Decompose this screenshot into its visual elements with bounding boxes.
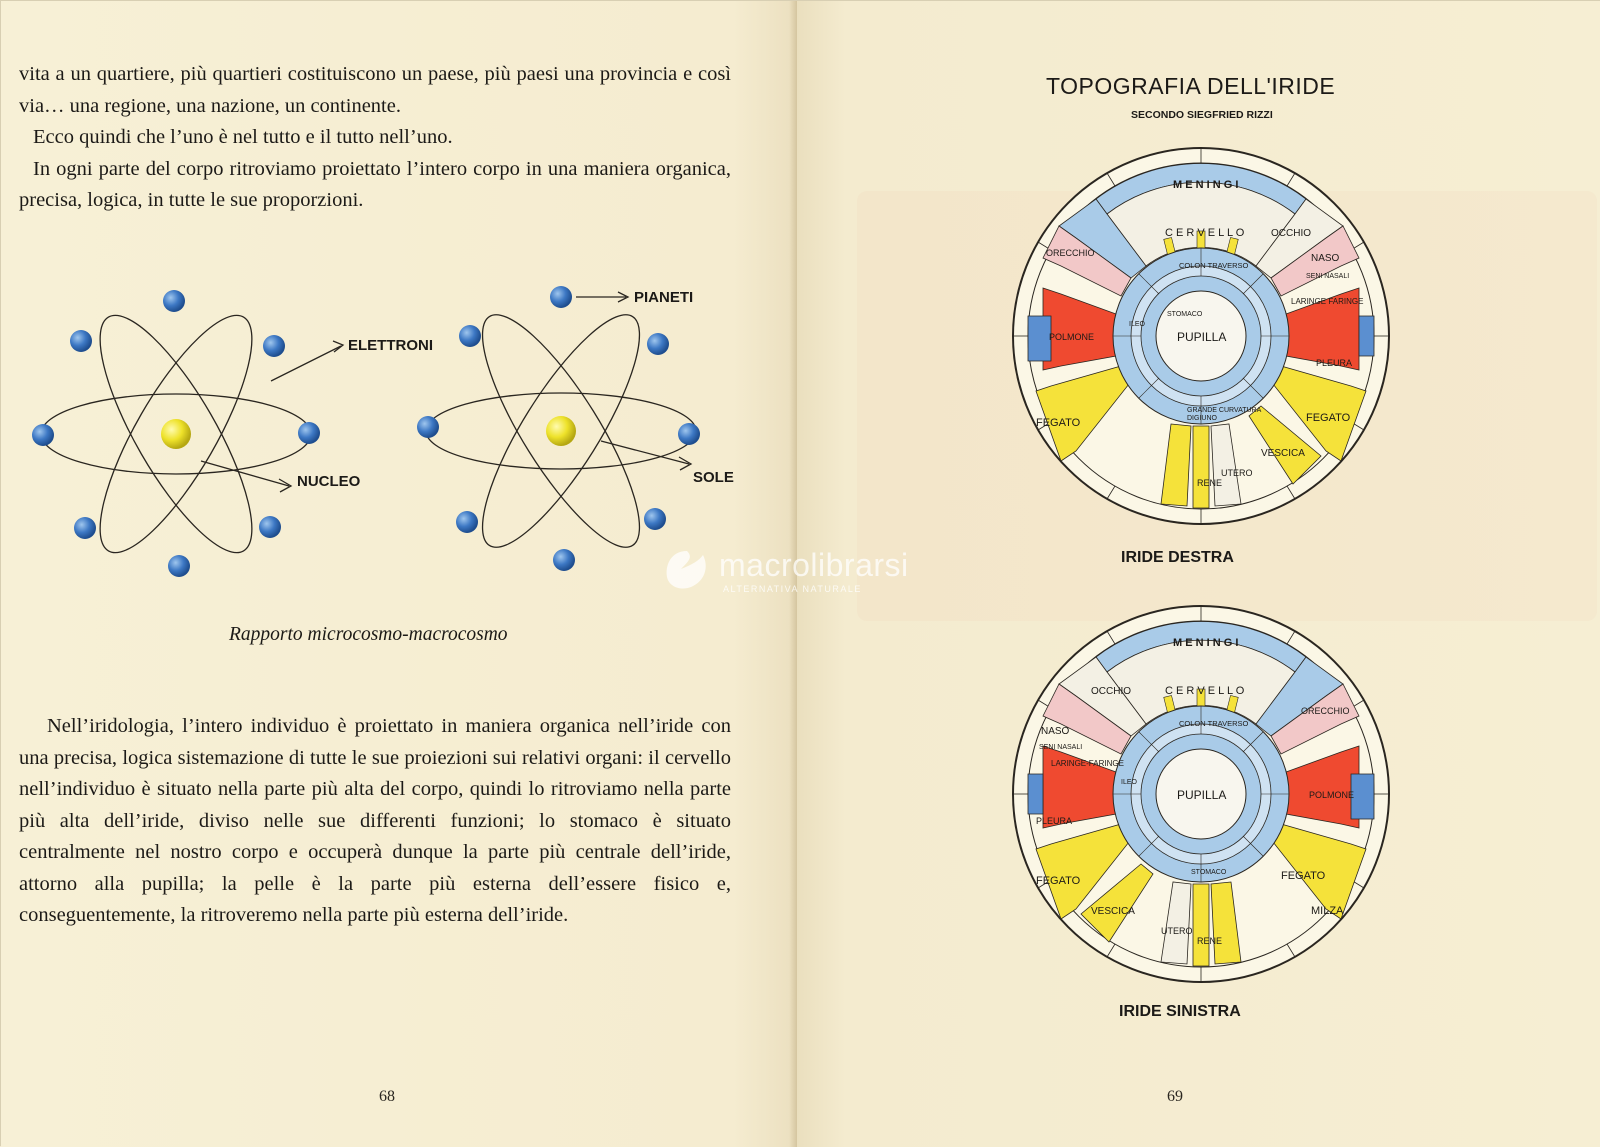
atom-particles [32,290,320,577]
planet-ball [553,549,575,571]
page-number-left: 68 [379,1088,395,1105]
planet-ball [456,511,478,533]
svg-text:NASO: NASO [1041,726,1070,737]
microcosm-macrocosm-figure: ELETTRONI NUCLEO [32,286,734,577]
figure-caption: Rapporto microcosmo-macrocosmo [229,624,508,645]
right-iris-label: IRIDE DESTRA [1121,549,1234,566]
nucleus-label: NUCLEO [297,473,361,490]
svg-text:POLMONE: POLMONE [1309,790,1354,800]
svg-text:RENE: RENE [1197,936,1222,946]
planet-ball [644,508,666,530]
svg-text:COLON TRAVERSO: COLON TRAVERSO [1179,719,1248,728]
svg-text:FEGATO: FEGATO [1306,412,1351,424]
electron-ball [263,335,285,357]
svg-text:C E R V E L L O: C E R V E L L O [1165,685,1245,697]
svg-text:ILEO: ILEO [1121,779,1138,786]
page-number-right: 69 [1167,1088,1183,1105]
svg-text:M E N I N G I: M E N I N G I [1173,637,1238,649]
svg-text:FEGATO: FEGATO [1281,870,1326,882]
svg-text:ORECCHIO: ORECCHIO [1301,706,1350,716]
svg-text:UTERO: UTERO [1221,468,1253,478]
svg-text:SENI NASALI: SENI NASALI [1306,273,1349,280]
watermark-tagline: ALTERNATIVA NATURALE [723,584,862,594]
electron-ball [74,517,96,539]
svg-text:STOMACO: STOMACO [1167,311,1203,318]
svg-text:POLMONE: POLMONE [1049,332,1094,342]
electron-ball [163,290,185,312]
electrons-label: ELETTRONI [348,337,433,354]
svg-text:OCCHIO: OCCHIO [1091,686,1131,697]
electron-ball [32,424,54,446]
planet-ball [647,333,669,355]
svg-text:ORECCHIO: ORECCHIO [1046,248,1095,258]
sun-label: SOLE [693,469,734,486]
planet-ball [678,423,700,445]
svg-text:RENE: RENE [1197,478,1222,488]
nucleus-ball [161,419,191,449]
svg-text:GRANDE CURVATURA: GRANDE CURVATURA [1187,407,1262,414]
electron-ball [298,422,320,444]
planet-ball [417,416,439,438]
left-iris-chart: PUPILLA M E N I N G I C E R V E L L O CO… [1012,605,1390,983]
left-page: vita a un quartiere, più quartieri costi… [1,1,797,1147]
iris-topography-subtitle: SECONDO SIEGFRIED RIZZI [1131,109,1273,121]
svg-text:UTERO: UTERO [1161,926,1193,936]
intro-line-3: In ogni parte del corpo ritroviamo proie… [19,157,731,212]
planet-ball [550,286,572,308]
electron-ball [168,555,190,577]
planet-ball [459,325,481,347]
svg-text:SENI NASALI: SENI NASALI [1039,744,1082,751]
leaf-logo-icon [666,551,706,589]
intro-paragraph: vita a un quartiere, più quartieri costi… [19,59,731,217]
electron-ball [70,330,92,352]
svg-text:PUPILLA: PUPILLA [1177,330,1226,344]
iris-topography-title: TOPOGRAFIA DELL'IRIDE [1046,73,1336,99]
svg-text:STOMACO: STOMACO [1191,869,1227,876]
solar-particles [417,286,700,571]
svg-text:COLON TRAVERSO: COLON TRAVERSO [1179,261,1248,270]
intro-line-2: Ecco quindi che l’uno è nel tutto e il t… [33,126,453,148]
intro-line-1: vita a un quartiere, più quartieri costi… [19,63,731,117]
svg-text:VESCICA: VESCICA [1091,906,1135,917]
svg-text:FEGATO: FEGATO [1036,875,1081,887]
svg-text:PLEURA: PLEURA [1036,816,1072,826]
svg-text:VESCICA: VESCICA [1261,448,1305,459]
planets-label: PIANETI [634,289,693,306]
sun-ball [546,416,576,446]
svg-text:LARINGE-FARINGE: LARINGE-FARINGE [1051,759,1124,768]
svg-text:M E N I N G I: M E N I N G I [1173,179,1238,191]
svg-text:FEGATO: FEGATO [1036,417,1081,429]
svg-text:NASO: NASO [1311,253,1340,264]
electron-ball [259,516,281,538]
right-iris-chart: PUPILLA M E N I N G I C E R V E L L O CO… [1012,147,1390,525]
iridology-paragraph: Nell’iridologia, l’intero individuo è pr… [19,715,731,926]
watermark-brand: macrolibrarsi [719,547,909,583]
svg-text:PLEURA: PLEURA [1316,358,1352,368]
svg-text:PUPILLA: PUPILLA [1177,788,1226,802]
svg-text:OCCHIO: OCCHIO [1271,228,1311,239]
left-iris-label: IRIDE SINISTRA [1119,1003,1241,1020]
svg-text:C E R V E L L O: C E R V E L L O [1165,227,1245,239]
svg-text:LARINGE FARINGE: LARINGE FARINGE [1291,297,1363,306]
svg-text:ILEO: ILEO [1129,321,1146,328]
svg-text:MILZA: MILZA [1311,905,1344,917]
svg-text:DIGIUNO: DIGIUNO [1187,415,1218,422]
